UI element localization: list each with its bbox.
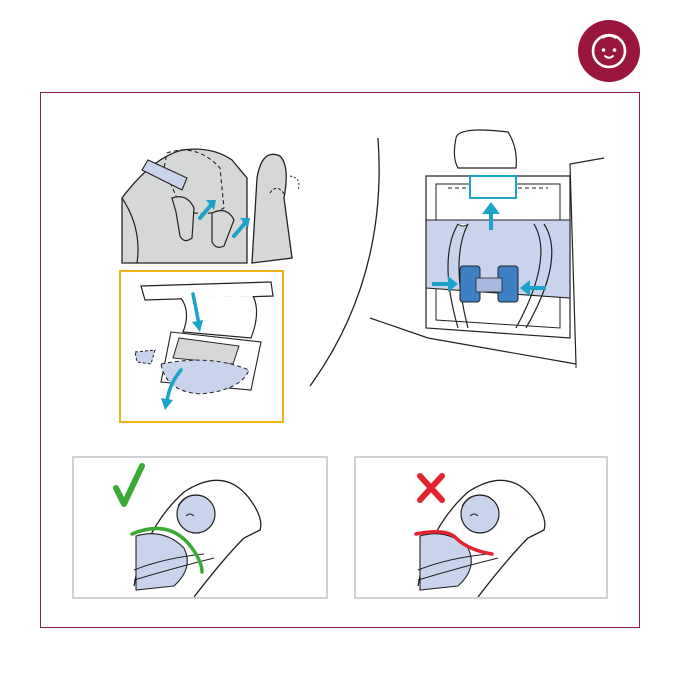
correct-baby-position-illustration (74, 458, 326, 597)
remove-insert-illustration (308, 128, 608, 390)
correct-position-panel (72, 456, 328, 599)
cross-mark-icon (420, 476, 442, 500)
fold-headrest-wings-illustration (112, 138, 312, 273)
baby-face-icon (578, 20, 640, 82)
incorrect-position-panel (354, 456, 608, 599)
baby-face-badge (578, 20, 640, 82)
release-lever-inset (119, 270, 284, 423)
check-mark-icon (116, 466, 142, 504)
release-lever-detail-illustration (121, 272, 281, 420)
incorrect-baby-position-illustration (356, 458, 606, 597)
